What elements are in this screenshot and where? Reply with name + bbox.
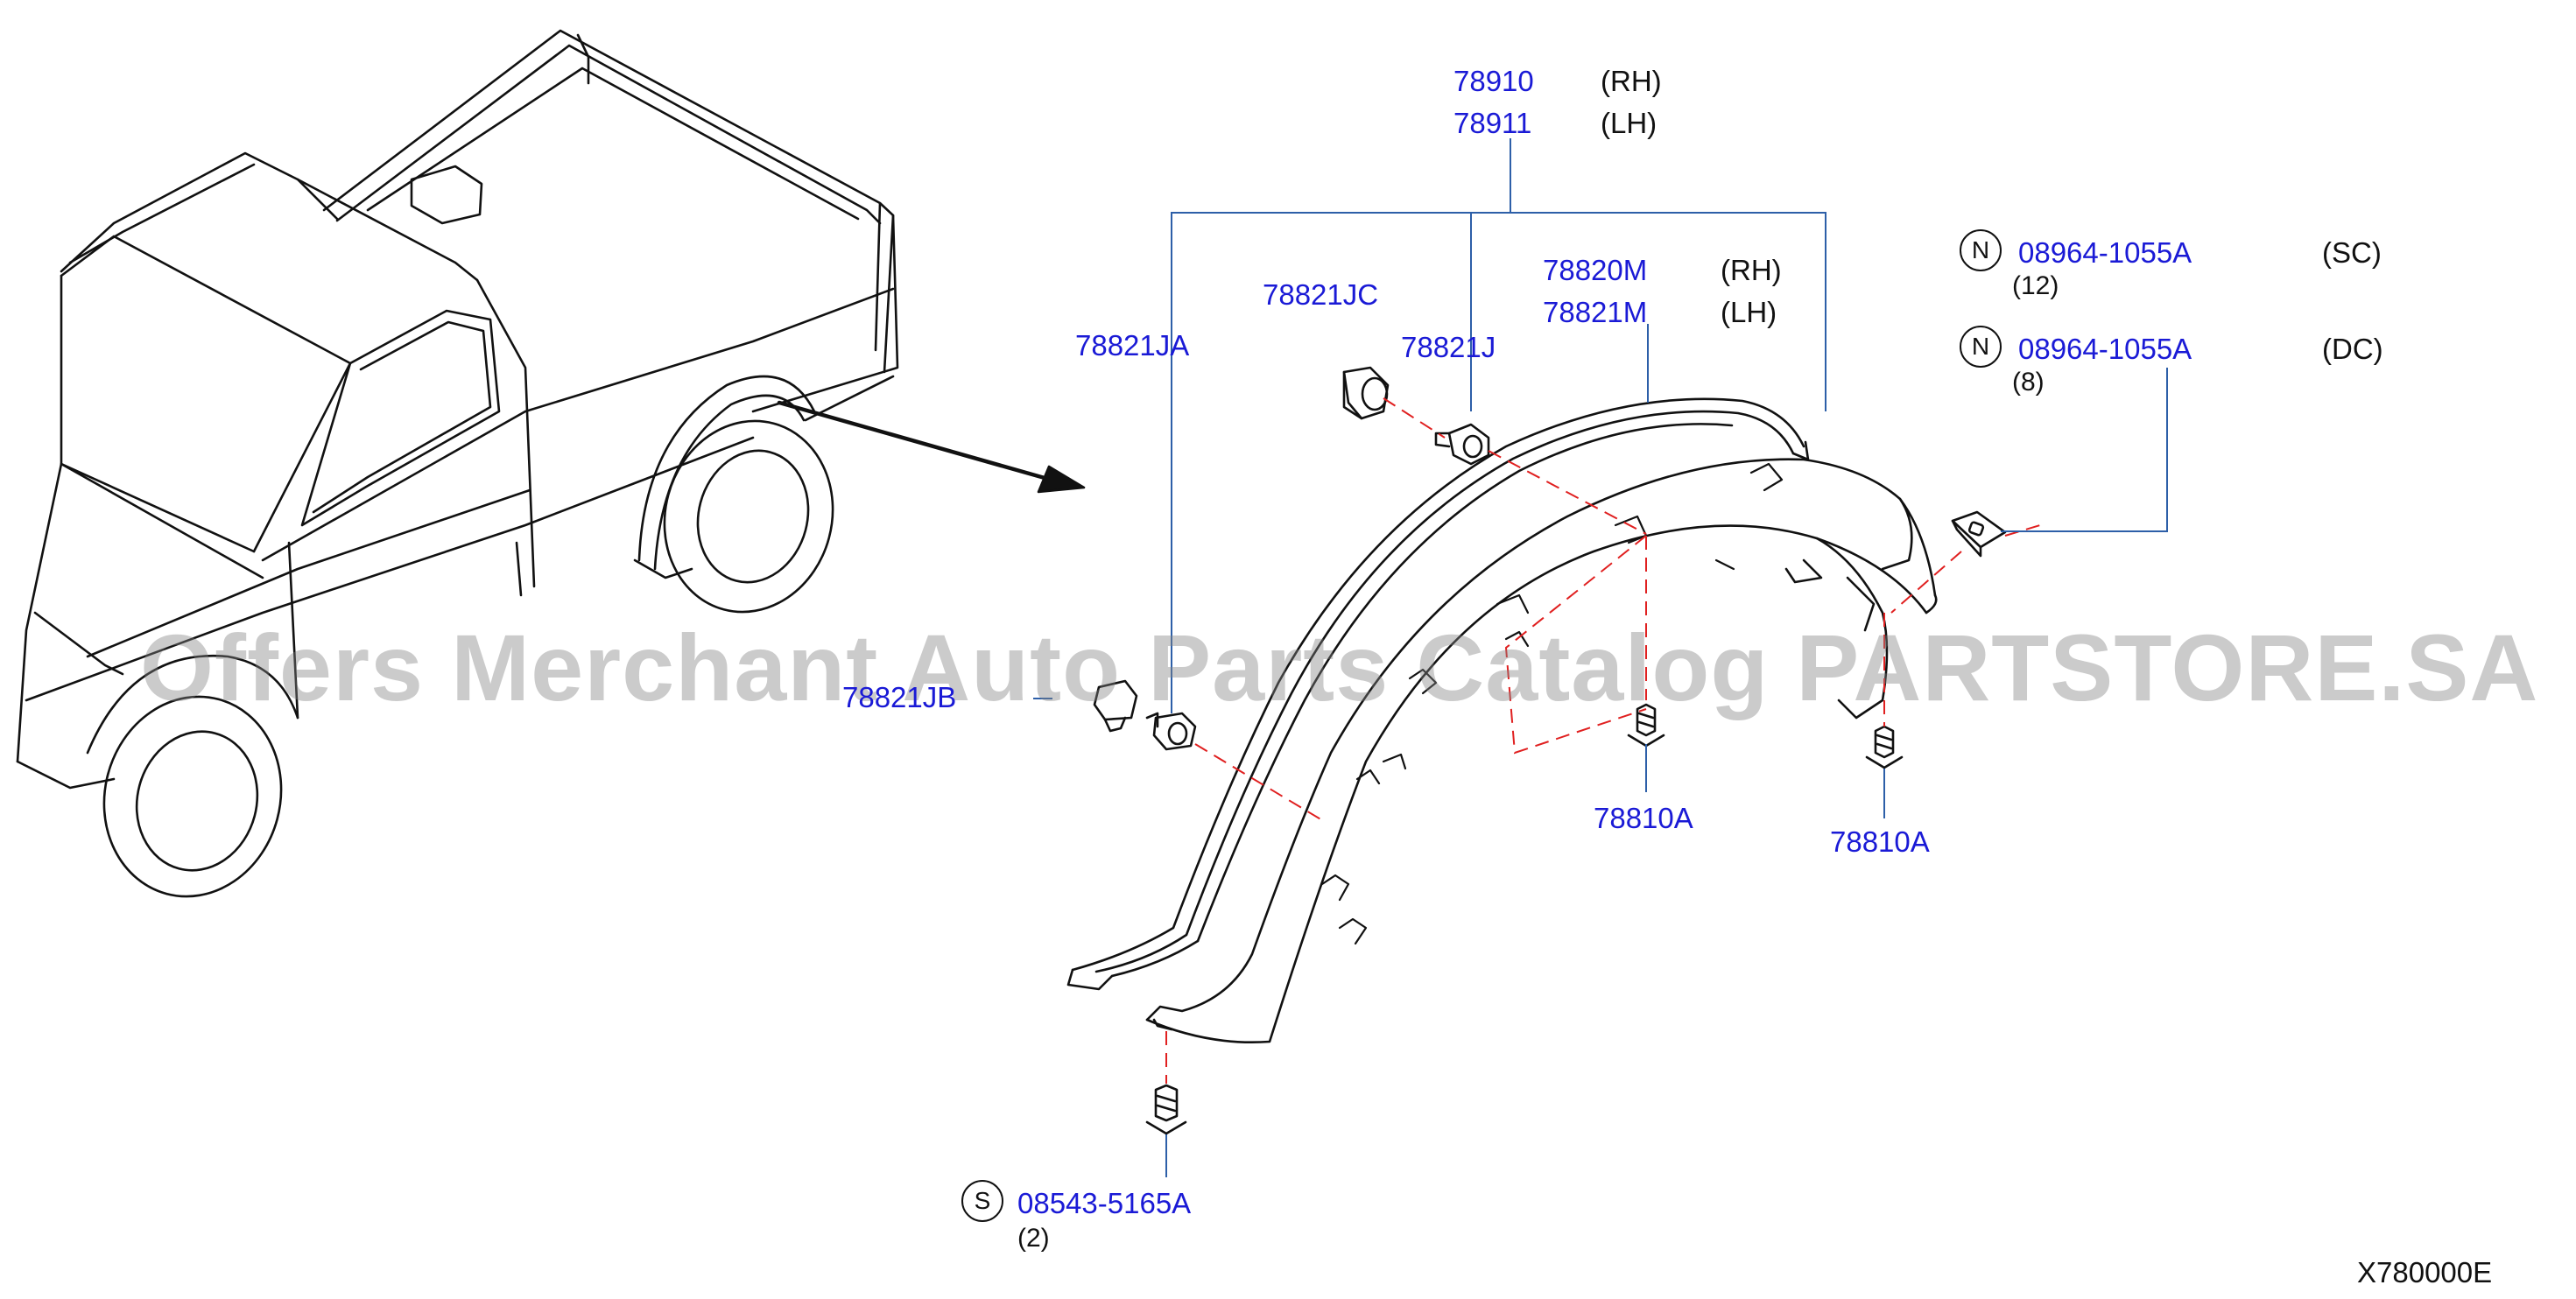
screw-icon bbox=[1865, 725, 1904, 769]
part-number-78810a[interactable]: 78810A bbox=[1830, 825, 1930, 858]
quantity-label: (2) bbox=[1017, 1224, 1050, 1253]
diagram-code: X780000E bbox=[2357, 1256, 2493, 1288]
part-number-78820m[interactable]: 78820M bbox=[1543, 254, 1648, 286]
part-number-78810a[interactable]: 78810A bbox=[1594, 802, 1693, 834]
part-number-78821jb[interactable]: 78821JB bbox=[842, 681, 957, 713]
fender-flare-outer bbox=[1066, 397, 1810, 991]
fender-flare-liner bbox=[1145, 458, 1938, 1044]
part-number-78910[interactable]: 78910 bbox=[1453, 65, 1534, 97]
part-number-78821j[interactable]: 78821J bbox=[1401, 331, 1496, 363]
part-number-78911[interactable]: 78911 bbox=[1453, 107, 1532, 139]
variant-label-sc: (SC) bbox=[2322, 236, 2382, 269]
side-label-lh: (LH) bbox=[1601, 107, 1658, 139]
side-label-rh: (RH) bbox=[1601, 65, 1662, 97]
symbol-s: S bbox=[961, 1180, 1003, 1222]
part-number-08964-1055a-dc[interactable]: 08964-1055A bbox=[2018, 333, 2192, 365]
quantity-label: (12) bbox=[2012, 271, 2059, 300]
screw-icon bbox=[1145, 1084, 1187, 1135]
part-number-78821jc[interactable]: 78821JC bbox=[1263, 278, 1379, 311]
side-label-lh: (LH) bbox=[1721, 296, 1777, 328]
clip-icon bbox=[1342, 366, 1390, 420]
pointer-arrow bbox=[777, 400, 1086, 494]
screw-icon bbox=[1627, 703, 1665, 748]
part-number-08543-5165a[interactable]: 08543-5165A bbox=[1017, 1187, 1192, 1219]
side-label-rh: (RH) bbox=[1721, 254, 1782, 286]
part-number-78821ja[interactable]: 78821JA bbox=[1075, 329, 1190, 362]
clip-icon bbox=[1093, 679, 1138, 733]
symbol-n: N bbox=[1960, 229, 2002, 271]
symbol-n: N bbox=[1960, 326, 2002, 368]
clip-nut-icon bbox=[1951, 510, 2007, 558]
truck-illustration bbox=[16, 29, 899, 898]
clip-icon bbox=[1434, 423, 1490, 466]
quantity-label: (8) bbox=[2012, 368, 2045, 397]
variant-label-dc: (DC) bbox=[2322, 333, 2383, 365]
part-number-08964-1055a-sc[interactable]: 08964-1055A bbox=[2018, 236, 2192, 269]
clip-icon bbox=[1145, 712, 1197, 751]
part-number-78821m[interactable]: 78821M bbox=[1543, 296, 1648, 328]
